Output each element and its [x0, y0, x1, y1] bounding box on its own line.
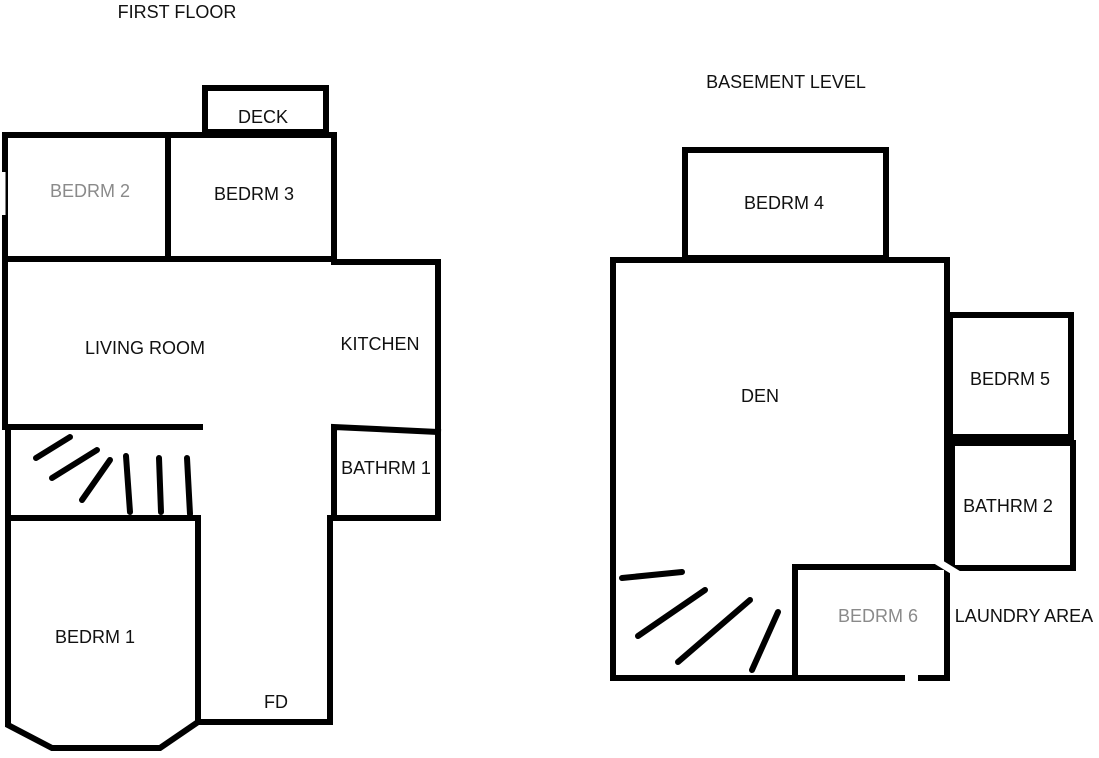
- bathrm1-label: BATHRM 1: [341, 458, 431, 478]
- deck-label: DECK: [238, 107, 288, 127]
- basement-floor-plan: BASEMENT LEVEL BEDRM 4 DEN BEDRM 5 BATHR…: [610, 72, 1093, 682]
- bathrm1-wall: [331, 423, 442, 521]
- bedrm6-room: [792, 564, 950, 681]
- bedrm6-label: BEDRM 6: [838, 606, 918, 626]
- bedrm1-room: [5, 515, 201, 751]
- bedrm3-label: BEDRM 3: [214, 184, 294, 204]
- laundry-area-label: LAUNDRY AREA: [955, 606, 1093, 626]
- den-room: [610, 257, 950, 681]
- basement-staircase: [619, 569, 781, 673]
- first-floor-staircase: [33, 434, 193, 517]
- first-floor-title: FIRST FLOOR: [118, 2, 237, 22]
- bedrm6-corner-gap: [933, 557, 960, 577]
- bedrm2-label: BEDRM 2: [50, 181, 130, 201]
- bathrm2-label: BATHRM 2: [963, 496, 1053, 516]
- bedrm5-room: [947, 312, 1074, 440]
- living-room-label: LIVING ROOM: [85, 338, 205, 358]
- den-label: DEN: [741, 386, 779, 406]
- bedrm4-label: BEDRM 4: [744, 193, 824, 213]
- bedrm1-label: BEDRM 1: [55, 627, 135, 647]
- bathrm2-room: [949, 440, 1076, 571]
- kitchen-outer-wall: [331, 259, 441, 521]
- foyer-wall: [195, 515, 333, 725]
- kitchen-label: KITCHEN: [340, 334, 419, 354]
- first-floor-plan: FIRST FLOOR DECK BEDRM 2 BEDRM 3 LIVING …: [0, 2, 442, 751]
- fd-label: FD: [264, 692, 288, 712]
- bedrm5-label: BEDRM 5: [970, 369, 1050, 389]
- basement-title: BASEMENT LEVEL: [706, 72, 866, 92]
- bedrm3-room: [165, 132, 337, 262]
